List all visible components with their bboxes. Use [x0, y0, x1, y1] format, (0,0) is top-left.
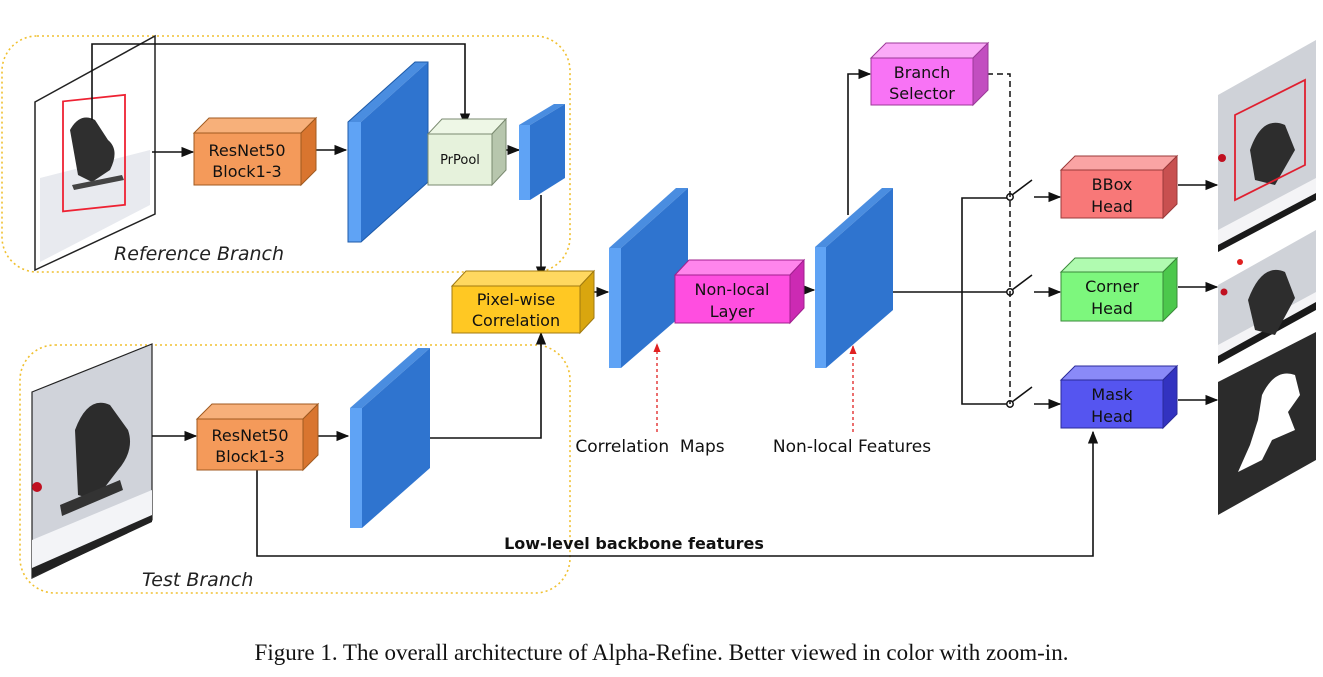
- test-feature-map: [350, 348, 430, 528]
- mask-head-block: Mask Head: [1059, 364, 1179, 430]
- prpool-block: PrPool: [426, 117, 508, 187]
- pixelwise-label-1: Pixel-wise: [477, 290, 556, 309]
- corner-head-label-1: Corner: [1085, 277, 1139, 296]
- output-image-corner: [1218, 230, 1316, 364]
- corner-head-block: Corner Head: [1059, 256, 1179, 323]
- reference-branch-label: Reference Branch: [114, 243, 284, 265]
- low-level-features-label: Low-level backbone features: [504, 534, 764, 553]
- bbox-head-block: BBox Head: [1059, 154, 1179, 220]
- resnet-test-block: ResNet50 Block1-3: [195, 402, 320, 472]
- branch-selector-label-1: Branch: [894, 63, 950, 82]
- resnet-ref-label-1: ResNet50: [208, 141, 285, 160]
- test-branch-label: Test Branch: [142, 569, 253, 591]
- nonlocal-layer-block: Non-local Layer: [673, 258, 806, 325]
- nonlocal-features-label: Non-local Features: [773, 437, 931, 457]
- output-image-mask: [1218, 332, 1316, 515]
- prpool-label: PrPool: [440, 153, 480, 168]
- resnet-test-label-1: ResNet50: [211, 426, 288, 445]
- pixelwise-correlation-block: Pixel-wise Correlation: [450, 269, 596, 335]
- selector-control-line: [987, 73, 1011, 404]
- test-branch-frame: [19, 344, 571, 594]
- pixelwise-label-2: Correlation: [472, 311, 560, 330]
- bbox-head-label-2: Head: [1091, 197, 1133, 216]
- test-image: [31, 343, 153, 579]
- nonlocal-features: [815, 188, 893, 368]
- resnet-ref-block: ResNet50 Block1-3: [192, 116, 318, 187]
- output-image-bbox: [1218, 40, 1316, 252]
- correlation-maps-label: Correlation Maps: [575, 437, 724, 457]
- resnet-ref-label-2: Block1-3: [212, 162, 281, 181]
- corner-head-label-2: Head: [1091, 299, 1133, 318]
- nonlocal-layer-label-1: Non-local: [695, 280, 770, 299]
- figure-caption: Figure 1. The overall architecture of Al…: [254, 640, 1069, 665]
- reference-branch-frame: [1, 35, 571, 273]
- reference-image: [34, 34, 156, 272]
- resnet-test-label-2: Block1-3: [215, 447, 284, 466]
- bbox-head-label-1: BBox: [1092, 175, 1133, 194]
- pooled-feature: [519, 104, 565, 200]
- reference-feature-map: [347, 61, 429, 243]
- branch-selector-block: Branch Selector: [869, 41, 990, 107]
- mask-head-label-1: Mask: [1091, 385, 1133, 404]
- nonlocal-layer-label-2: Layer: [710, 302, 755, 321]
- branch-selector-label-2: Selector: [889, 84, 955, 103]
- mask-head-label-2: Head: [1091, 407, 1133, 426]
- connectors: [91, 43, 1219, 557]
- correlation-maps: [609, 188, 688, 368]
